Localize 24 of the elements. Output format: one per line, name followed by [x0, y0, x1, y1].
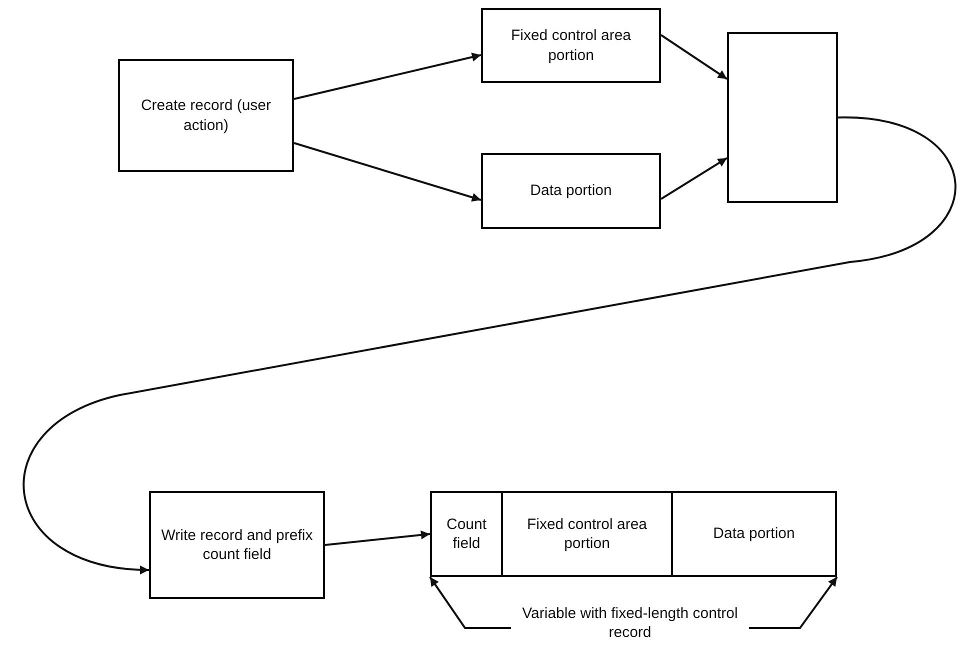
arrow — [294, 52, 482, 100]
arrow — [324, 530, 430, 546]
arrow — [23, 116, 956, 574]
box-label: Fixed control area portion — [510, 26, 632, 65]
process-box — [149, 491, 325, 599]
process-box — [118, 59, 294, 172]
process-box — [671, 491, 837, 577]
annotation-text: Variable with fixed-length control record — [521, 604, 739, 642]
process-box — [481, 8, 661, 83]
box-label: Data portion — [713, 524, 795, 544]
process-box — [430, 491, 503, 577]
process-box — [727, 32, 838, 203]
leader-line — [749, 576, 838, 629]
process-box — [501, 491, 673, 577]
process-box — [481, 153, 661, 229]
arrow — [660, 34, 728, 80]
box-label: Data portion — [530, 181, 612, 201]
box-label: Count field — [445, 514, 488, 554]
box-label: Write record and prefix count field — [160, 526, 314, 564]
leader-line — [429, 576, 511, 629]
box-label: Create record (user action) — [140, 96, 272, 135]
arrow — [294, 142, 482, 202]
box-label: Fixed control area portion — [526, 514, 648, 554]
arrow — [660, 157, 728, 200]
